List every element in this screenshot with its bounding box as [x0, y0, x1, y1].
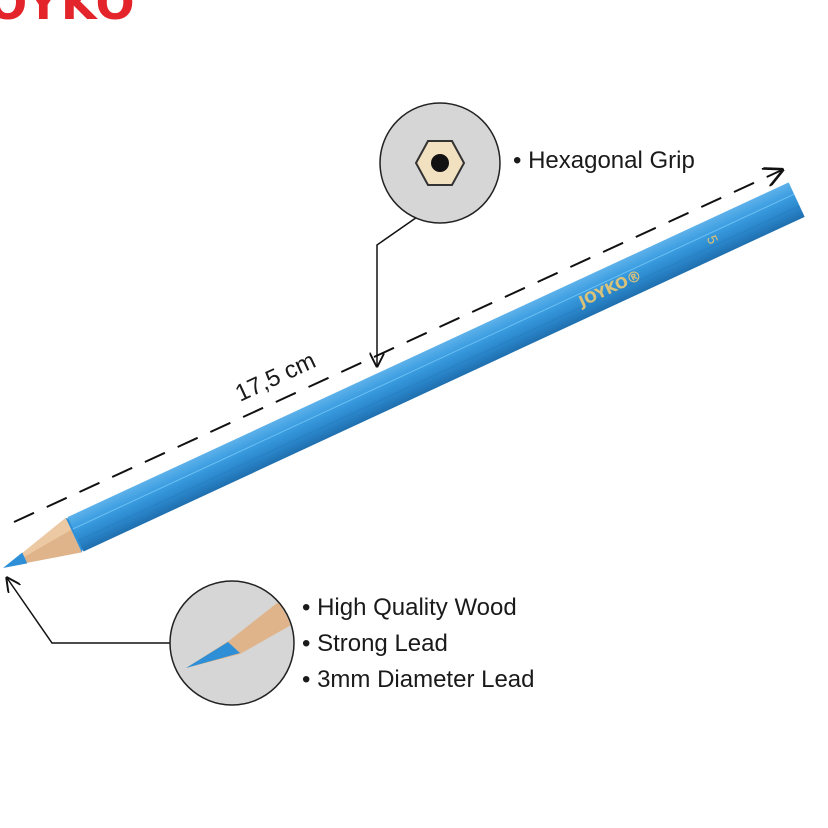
- feature-wood: • High Quality Wood: [302, 594, 517, 621]
- pencil: JOYKO® 5: [3, 182, 805, 568]
- feature-diameter: • 3mm Diameter Lead: [302, 666, 535, 693]
- feature-hexagonal-grip: • Hexagonal Grip: [513, 147, 695, 174]
- pencil-body: [67, 182, 805, 552]
- tip-closeup: [186, 585, 293, 668]
- feature-lead: • Strong Lead: [302, 630, 448, 657]
- pencil-lead: [3, 552, 28, 568]
- brand-logo: JOYKO: [0, 0, 136, 30]
- measurement-line: [13, 170, 782, 523]
- length-label: 17,5 cm: [231, 347, 320, 407]
- tip-leader-line: [7, 578, 170, 644]
- hexagon-icon: [414, 140, 466, 186]
- grip-leader-line: [377, 214, 421, 366]
